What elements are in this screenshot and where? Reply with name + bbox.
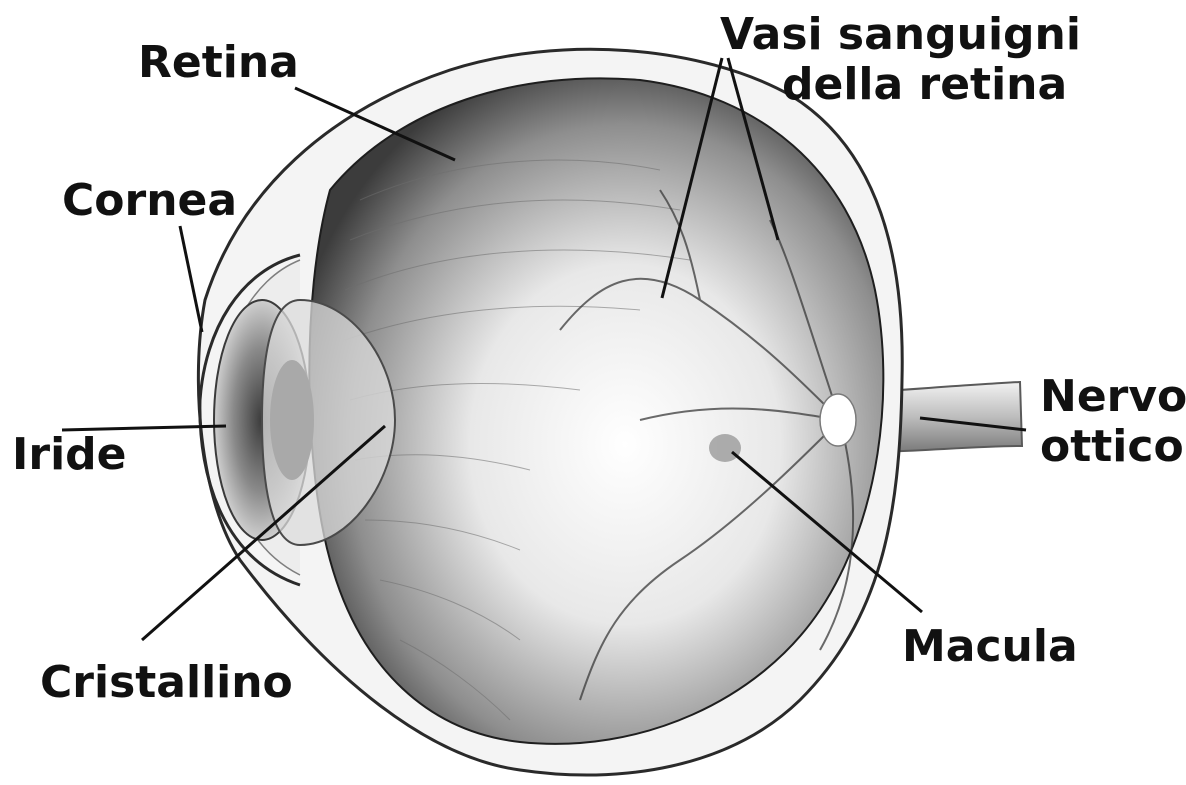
label-optic-nerve-line2: ottico — [1040, 424, 1184, 470]
label-vessels-line1: Vasi sanguigni — [720, 12, 1081, 58]
label-macula: Macula — [902, 624, 1078, 670]
leader-line-cornea — [180, 226, 202, 332]
label-iris: Iride — [12, 432, 127, 478]
macula-spot-shape — [709, 434, 741, 462]
label-cornea: Cornea — [62, 178, 237, 224]
label-vessels-line2: della retina — [782, 62, 1067, 108]
label-lens: Cristallino — [40, 660, 293, 706]
label-optic-nerve-line1: Nervo — [1040, 374, 1186, 420]
label-retina: Retina — [138, 40, 299, 86]
optic-disc-shape — [820, 394, 856, 446]
